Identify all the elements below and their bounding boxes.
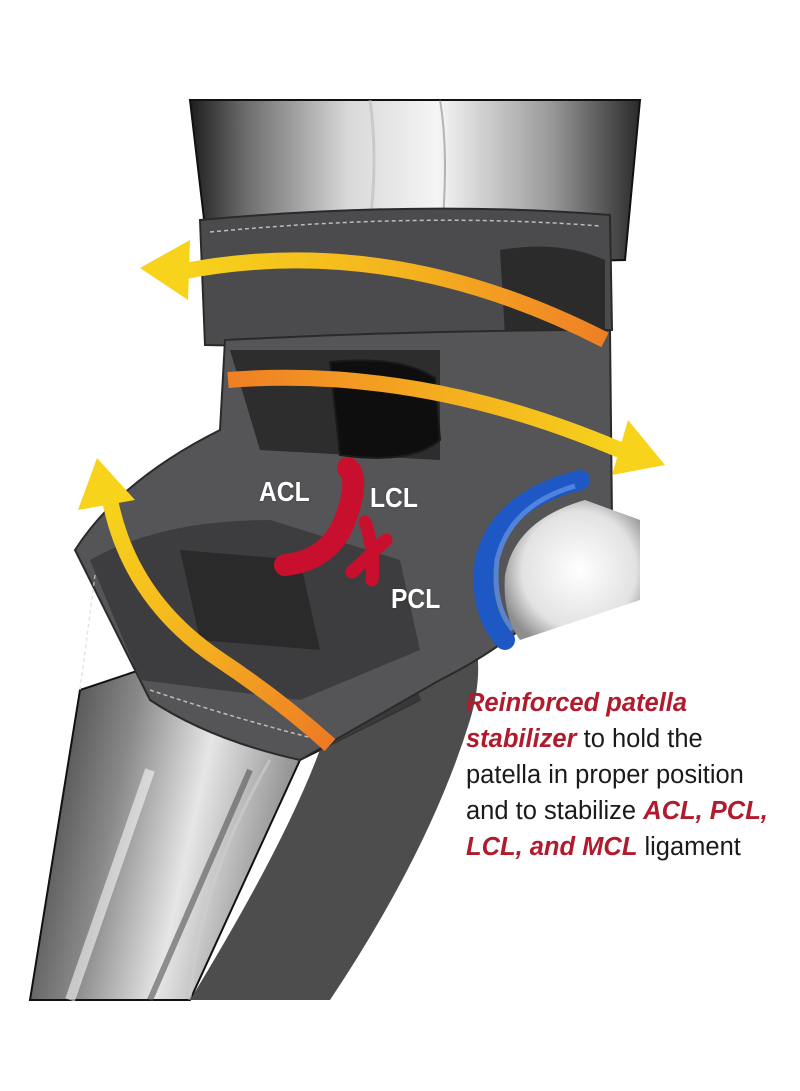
lcl-ligament: [345, 533, 393, 579]
arrow-middle: [227, 369, 665, 475]
caption-line-2: stabilizer to hold the: [466, 721, 796, 757]
arrow-bottom: [78, 458, 336, 751]
caption-highlight-2: stabilizer: [466, 725, 577, 753]
caption-text-4: and to stabilize: [466, 797, 644, 825]
patella-stabilizer-ring: [473, 470, 590, 650]
caption-line-4: and to stabilize ACL, PCL,: [466, 793, 796, 829]
caption-highlight-1: Reinforced patella: [466, 689, 688, 717]
arrow-top: [140, 240, 609, 348]
patella-shape: [504, 500, 640, 640]
lcl-label: LCL: [370, 482, 418, 513]
caption-text-3: patella in proper position: [466, 761, 744, 789]
acl-label: ACL: [259, 476, 310, 507]
caption-text: Reinforced patella stabilizer to hold th…: [466, 685, 796, 865]
pcl-label: PCL: [391, 583, 441, 614]
caption-highlight-5: LCL, and MCL: [466, 833, 638, 861]
caption-line-1: Reinforced patella: [466, 685, 796, 721]
caption-line-3: patella in proper position: [466, 757, 796, 793]
caption-text-5: ligament: [637, 833, 741, 861]
caption-text-2: to hold the: [576, 725, 703, 753]
caption-line-5: LCL, and MCL ligament: [466, 829, 796, 865]
caption-highlight-4: ACL, PCL,: [643, 797, 768, 825]
acl-ligament: [274, 457, 365, 576]
